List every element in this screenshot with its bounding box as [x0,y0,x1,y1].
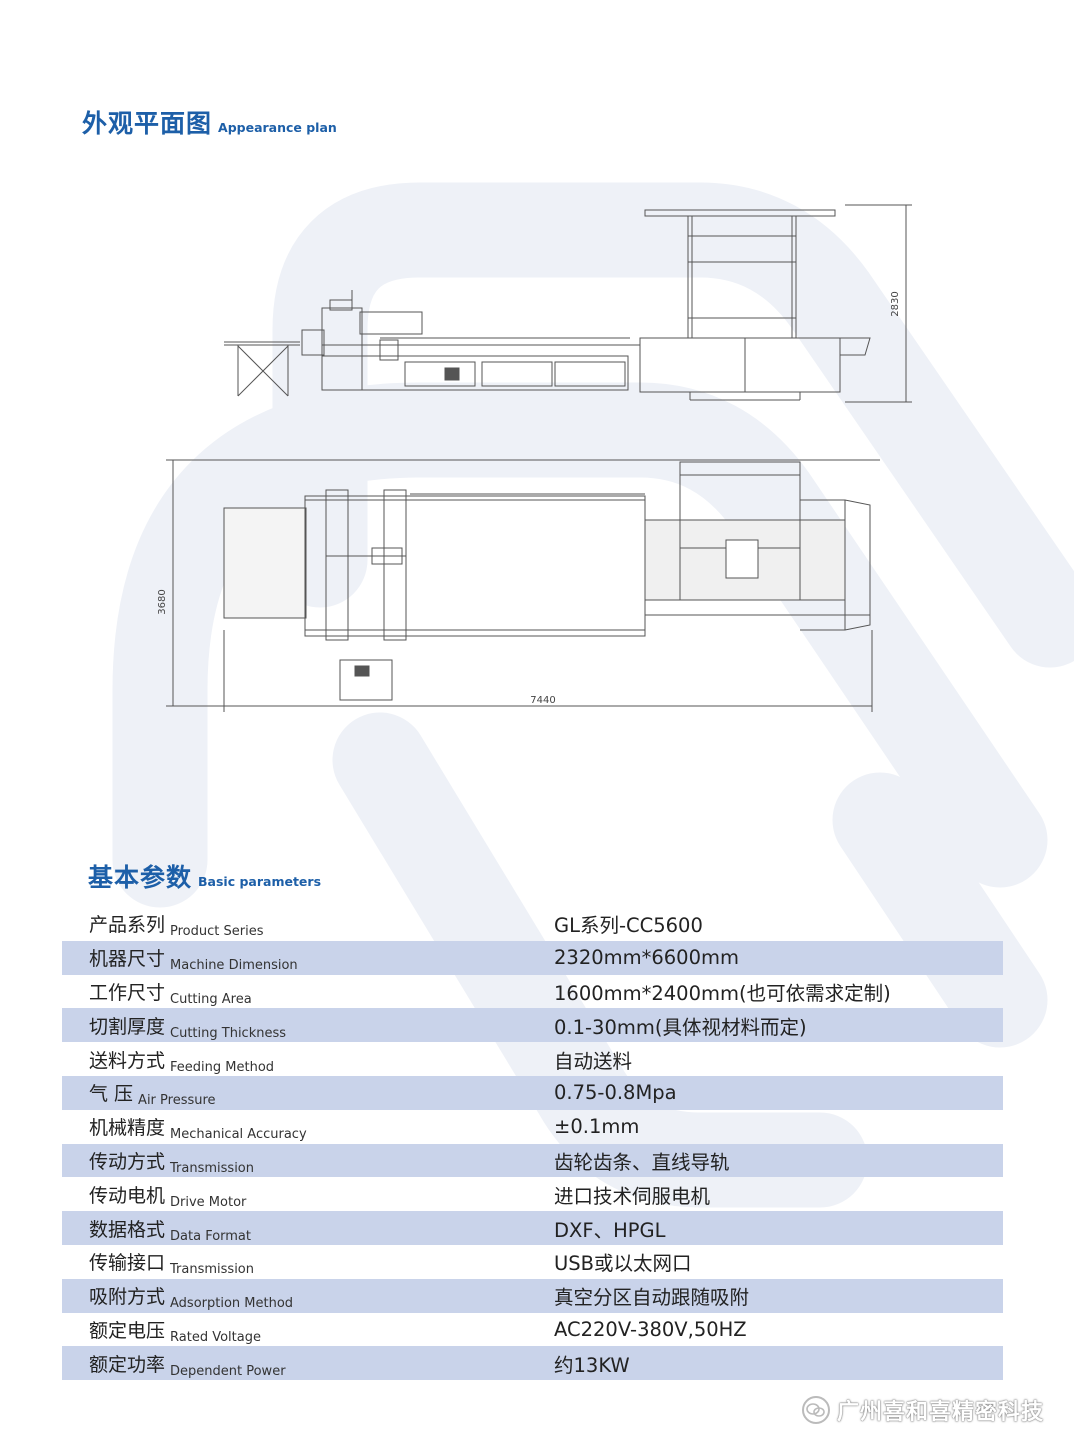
param-name-zh: 吸附方式 [89,1286,166,1309]
param-name-en: Feeding Method [170,1059,275,1075]
machine-drawing: 2830 3680 7440 [157,204,912,712]
param-name-en: Data Format [170,1228,251,1244]
param-name-en: Cutting Area [170,991,252,1007]
basic-parameters-title: 基本参数 Basic parameters [88,858,321,894]
param-name-en: Transmission [170,1160,254,1176]
param-value: 约13KW [554,1353,630,1377]
watermark: 广州喜和喜精密科技 [801,1394,1044,1426]
param-name-zh: 额定电压 [89,1319,166,1342]
param-name-zh: 切割厚度 [89,1015,166,1038]
param-name-en: Product Series [170,924,264,940]
param-value: 0.1-30mm(具体视材料而定) [554,1015,807,1039]
wechat-icon [801,1396,830,1424]
param-value: 进口技术伺服电机 [554,1184,711,1208]
param-name-zh: 传输接口 [89,1252,166,1275]
param-name-zh: 额定功率 [89,1353,166,1376]
param-value: 自动送料 [554,1049,633,1073]
param-name-zh: 送料方式 [89,1049,166,1072]
basic-parameters-title-en: Basic parameters [198,874,322,889]
param-value: 0.75-0.8Mpa [554,1081,677,1105]
param-name-en: Dependent Power [170,1363,286,1379]
param-name-zh: 机器尺寸 [89,948,166,971]
param-value: USB或以太网口 [554,1252,692,1276]
param-name-en: Machine Dimension [170,958,298,974]
param-value: 1600mm*2400mm(也可依需求定制) [554,981,891,1005]
param-value: ±0.1mm [554,1115,640,1139]
param-name-zh: 产品系列 [89,914,166,937]
length-dimension: 7440 [530,695,555,706]
watermark-text: 广州喜和喜精密科技 [836,1400,1044,1425]
param-value: 真空分区自动跟随吸附 [554,1286,750,1310]
basic-parameters-title-zh: 基本参数 [88,863,193,892]
appearance-plan-title-en: Appearance plan [218,120,337,135]
param-value: 2320mm*6600mm [554,946,739,970]
param-name-en: Adsorption Method [170,1296,294,1312]
param-name-en: Air Pressure [138,1093,216,1109]
param-name-zh: 数据格式 [89,1218,166,1241]
appearance-plan-title: 外观平面图 Appearance plan [82,104,337,140]
param-value: 齿轮齿条、直线导轨 [554,1150,730,1174]
width-dimension: 3680 [157,589,168,614]
param-name-zh: 机械精度 [89,1117,166,1140]
param-name-zh: 传动方式 [89,1150,166,1173]
param-value: DXF、HPGL [554,1218,666,1242]
param-name-zh: 传动电机 [89,1184,166,1207]
param-value: GL系列-CC5600 [554,914,703,938]
param-name-en: Cutting Thickness [170,1025,287,1041]
param-name-zh: 气 压 [89,1083,134,1106]
param-value: AC220V-380V,50HZ [554,1317,747,1341]
param-name-en: Transmission [170,1262,254,1278]
param-name-zh: 工作尺寸 [89,981,166,1004]
param-name-en: Rated Voltage [170,1329,261,1345]
appearance-plan-title-zh: 外观平面图 [82,109,213,138]
param-name-en: Mechanical Accuracy [170,1127,307,1143]
height-dimension: 2830 [890,291,901,316]
param-name-en: Drive Motor [170,1194,247,1210]
